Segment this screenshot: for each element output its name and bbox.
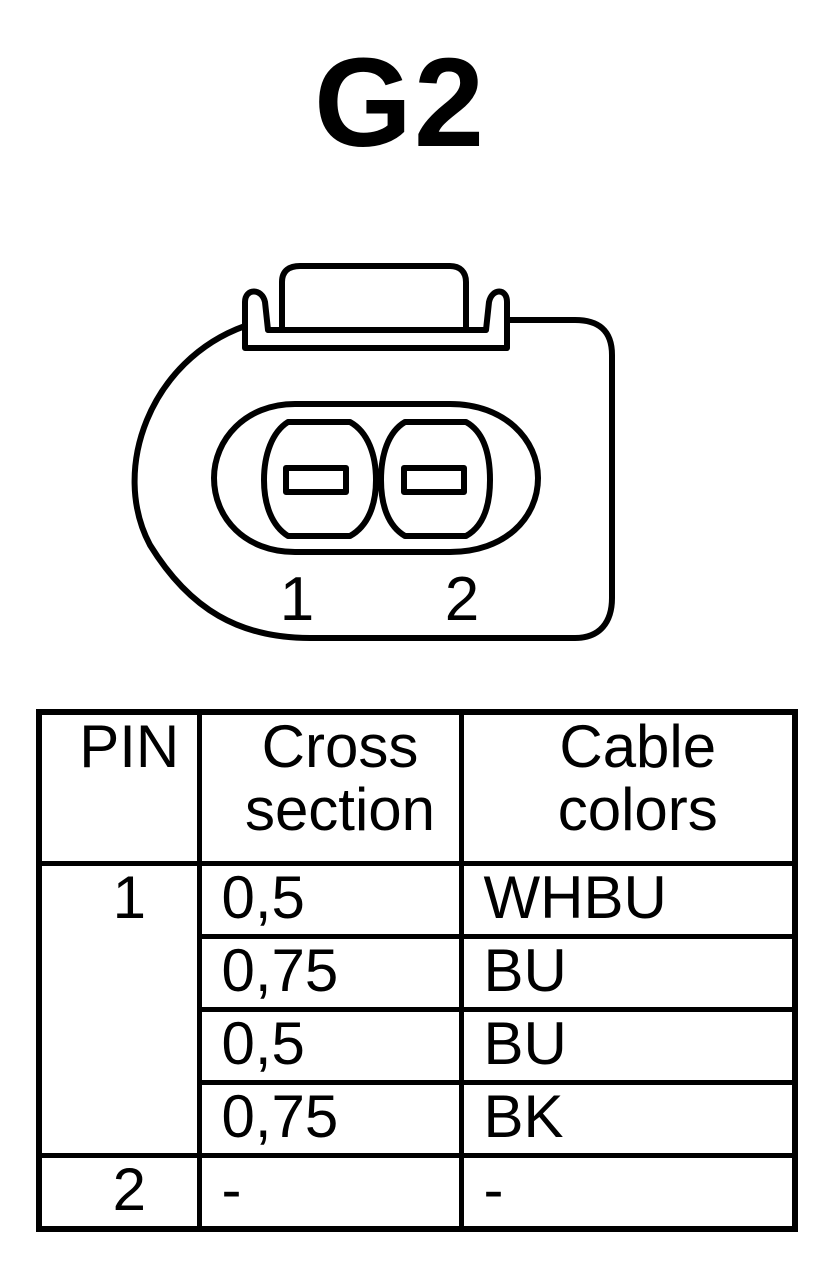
cross-section-cell: 0,5 — [196, 861, 464, 939]
cable-color-cell: BK — [458, 1080, 798, 1158]
connector-latch — [242, 288, 510, 351]
pin-2-socket — [378, 419, 493, 539]
pin-number-cell: 2 — [36, 1153, 202, 1232]
pin-2-contact — [401, 465, 467, 495]
cable-color-cell: BU — [458, 934, 798, 1012]
header-pin: PIN — [36, 709, 202, 866]
cross-section-cell: 0,5 — [196, 1007, 464, 1085]
cross-section-cell: 0,75 — [196, 1080, 464, 1158]
connector-diagram: 1 2 — [131, 263, 615, 641]
table-row: 0,75 BK — [39, 1080, 798, 1158]
table-row: 1 0,5 WHBU — [36, 861, 798, 1158]
table-row: 0,5 BU — [39, 1007, 798, 1085]
pin-number-cell: 1 — [36, 861, 202, 1158]
pin-1-label: 1 — [280, 565, 314, 634]
cable-color-cell: - — [458, 1153, 798, 1232]
pin-1-socket — [261, 419, 379, 539]
table-row: 0,75 BU — [39, 934, 798, 1012]
cross-section-cell: 0,75 — [196, 934, 464, 1012]
connector-title: G2 — [313, 32, 487, 173]
connector-latch-top — [279, 263, 469, 330]
cross-section-cell: - — [196, 1153, 464, 1232]
pin-1-contact — [283, 465, 349, 495]
connector-cavity — [211, 401, 541, 555]
connector-housing — [131, 317, 615, 641]
cable-color-cell: WHBU — [458, 861, 798, 939]
pin-2-label: 2 — [445, 565, 479, 634]
cable-color-cell: BU — [458, 1007, 798, 1085]
table-row: 2 - - — [36, 1153, 798, 1232]
